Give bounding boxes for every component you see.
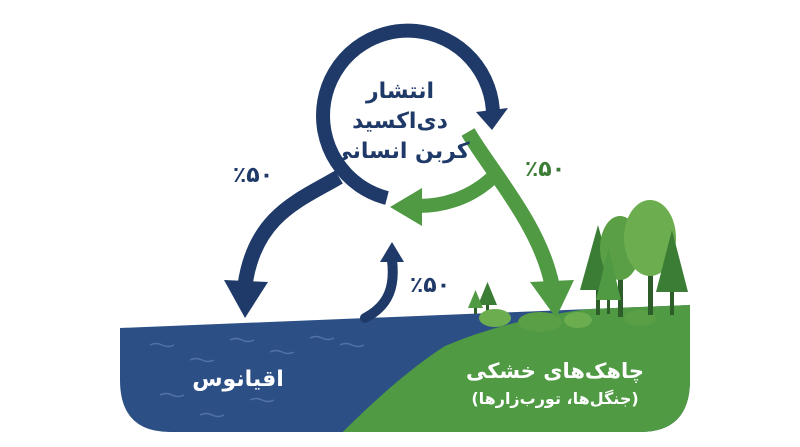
center-title-line2: دی‌اکسید [352,109,448,134]
center-circle-arrowhead [476,108,508,130]
basin [120,305,690,432]
arrow-land-to-circle-head [390,188,422,226]
center-title-line3: کربن انسانی [330,139,469,164]
tree-round-2 [624,200,676,315]
arrow-to-land-head [530,280,574,318]
percent-to-land: ٪۵۰ [525,157,565,182]
land-sublabel: (جنگل‌ها، تورب‌زارها) [471,389,638,408]
percent-to-ocean: ٪۵۰ [233,163,273,188]
tree-pine-3 [596,248,621,314]
arrow-to-ocean-path [237,170,343,287]
ocean-label: اقیانوس [192,367,284,392]
arrow-to-ocean-head [224,280,268,318]
arrow-ocean-to-circle-path [360,255,398,323]
percent-from-ocean: ٪۵۰ [410,273,450,298]
pine-tree-small [468,282,497,314]
center-circle-ring [316,23,501,205]
tree-pine-2 [656,230,688,315]
arrow-to-land-path [461,128,560,287]
forest [468,200,688,332]
land-label: چاهک‌های خشکی [466,359,644,383]
center-title-line1: انتشار [365,79,434,104]
arrow-ocean-to-circle-head [380,242,404,262]
land-mass [330,305,690,432]
water-ripples [149,335,365,418]
arrow-land-to-circle-path [417,169,500,213]
